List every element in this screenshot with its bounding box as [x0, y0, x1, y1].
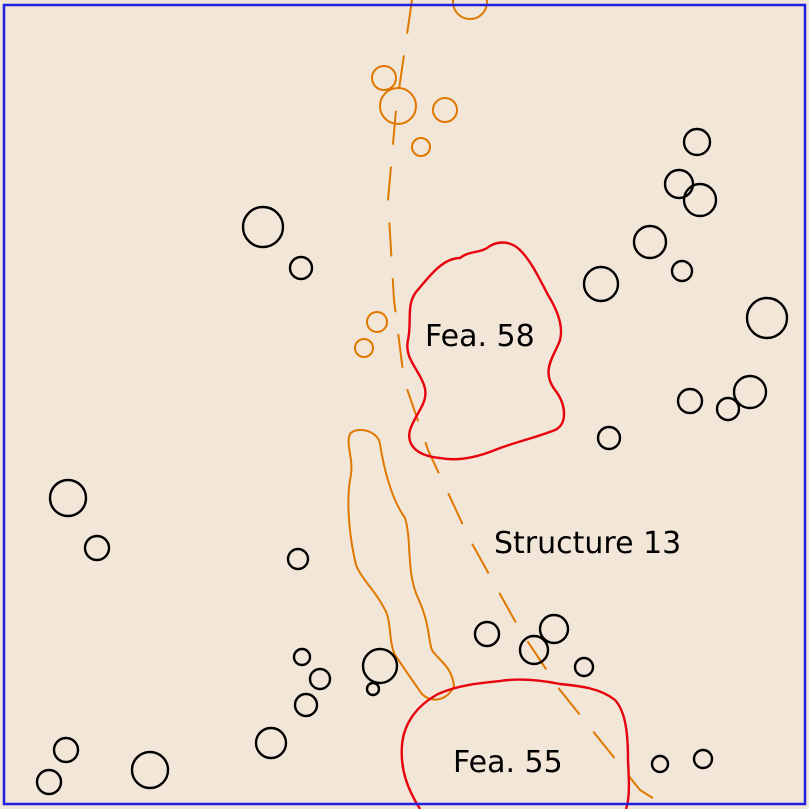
posthole [35, 768, 63, 796]
posthole-alt [371, 65, 397, 91]
posthole-alt [411, 137, 431, 157]
feature-55-label: Fea. 55 [453, 745, 563, 780]
posthole-alt [379, 87, 417, 125]
posthole [288, 255, 314, 281]
posthole [582, 265, 620, 303]
structure-13-label: Structure 13 [494, 526, 681, 561]
posthole [48, 478, 88, 518]
posthole [292, 647, 312, 667]
posthole [361, 647, 399, 685]
posthole [596, 425, 622, 451]
posthole-alt [432, 97, 458, 123]
posthole [254, 726, 288, 760]
posthole [670, 259, 694, 283]
posthole [286, 547, 310, 571]
posthole [473, 620, 501, 648]
posthole [83, 534, 111, 562]
feature-55-outline [400, 678, 631, 809]
posthole [573, 656, 595, 678]
posthole [650, 754, 670, 774]
posthole [130, 750, 170, 790]
posthole [692, 748, 714, 770]
map-frame [2, 3, 807, 806]
posthole [715, 396, 741, 422]
feature-58-label: Fea. 58 [425, 319, 535, 354]
posthole [308, 667, 332, 691]
posthole [365, 681, 381, 697]
posthole [518, 634, 550, 666]
posthole [52, 736, 80, 764]
elongated-feature-outline [347, 428, 456, 701]
posthole [732, 374, 768, 410]
posthole [676, 387, 704, 415]
posthole [241, 205, 285, 249]
feature-58-outline [406, 241, 566, 461]
posthole [632, 224, 668, 260]
structure-13-wall-line [386, 0, 671, 809]
posthole [682, 127, 712, 157]
posthole [538, 613, 570, 645]
posthole-alt [354, 338, 374, 358]
posthole [745, 296, 789, 340]
posthole [663, 168, 695, 200]
posthole-alt [366, 311, 388, 333]
posthole [293, 692, 319, 718]
posthole-alt [452, 0, 488, 20]
posthole [682, 182, 718, 218]
